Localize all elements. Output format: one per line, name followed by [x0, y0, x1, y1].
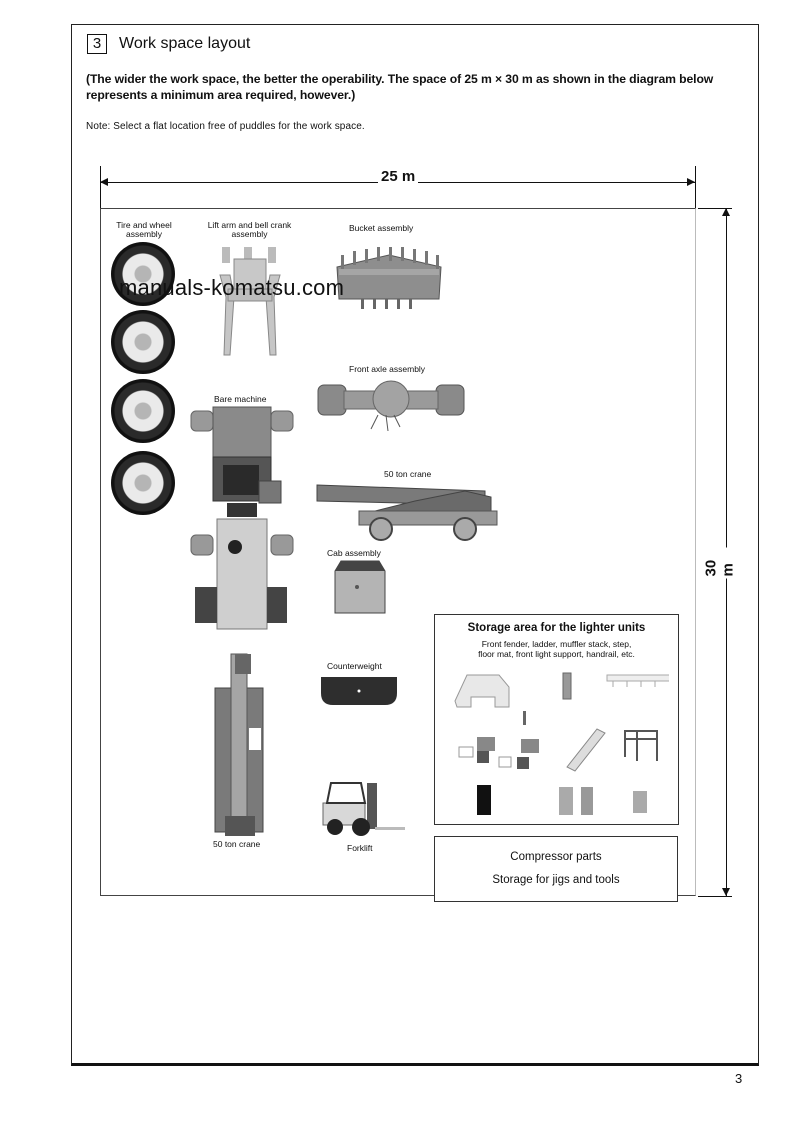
- lighter-parts-icons: [454, 672, 669, 815]
- page-number: 3: [735, 1071, 743, 1086]
- compressor-parts-label: Compressor parts: [510, 851, 602, 863]
- bare-machine-icon: [190, 406, 294, 630]
- storage-area-box: Storage area for the lighter units Front…: [434, 614, 679, 825]
- forklift-icon: [322, 782, 405, 836]
- cab-icon: [334, 560, 386, 614]
- tire-wheel-icon: [111, 310, 175, 374]
- front-axle-label: Front axle assembly: [349, 364, 426, 374]
- tire-wheel-icon: [111, 451, 175, 515]
- arrow-up-icon: [722, 208, 730, 216]
- tire-wheel-icon: [111, 242, 175, 306]
- section-heading: 3 Work space layout: [87, 34, 250, 54]
- crane-top-icon: [214, 653, 264, 836]
- bucket-label: Bucket assembly: [349, 223, 414, 233]
- tire-wheel-label: Tire and wheel assembly: [116, 220, 172, 239]
- storage-area-title: Storage area for the lighter units: [467, 622, 646, 634]
- work-area: Tire and wheel assembly Lift arm and bel…: [100, 208, 696, 902]
- arrow-down-icon: [722, 888, 730, 896]
- intro-paragraph: (The wider the work space, the better th…: [86, 72, 714, 102]
- storage-area-subtitle-line2: floor mat, front light support, handrail…: [478, 649, 635, 659]
- height-label: 30 m: [702, 547, 737, 579]
- watermark-text: manuals-komatsu.com: [119, 275, 345, 300]
- crane-top-label: 50 ton crane: [213, 839, 261, 849]
- page-frame: [71, 24, 759, 1066]
- front-axle-icon: [317, 380, 465, 432]
- crane-side-label: 50 ton crane: [384, 469, 432, 479]
- counterweight-label: Counterweight: [327, 661, 382, 671]
- height-dimension-tick-top: [698, 208, 732, 209]
- compressor-parts-box: Compressor parts Storage for jigs and to…: [434, 836, 678, 902]
- note-text: Note: Select a flat location free of pud…: [86, 121, 365, 132]
- counterweight-icon: [321, 677, 397, 705]
- storage-area-subtitle: Front fender, ladder, muffler stack, ste…: [435, 639, 678, 659]
- lift-arm-label: Lift arm and bell crank assembly: [207, 220, 292, 239]
- width-label: 25 m: [378, 168, 419, 185]
- arrow-left-icon: [100, 178, 108, 186]
- jigs-tools-storage-label: Storage for jigs and tools: [492, 874, 620, 886]
- cab-label: Cab assembly: [327, 548, 381, 558]
- width-dimension-tick-right: [695, 166, 696, 208]
- work-space-diagram: 25 m 30 m Tire and wheel assembly Lift a…: [95, 160, 737, 902]
- storage-area-subtitle-line1: Front fender, ladder, muffler stack, ste…: [481, 639, 632, 649]
- forklift-label: Forklift: [347, 843, 373, 853]
- arrow-right-icon: [687, 178, 695, 186]
- height-dimension-tick-bottom: [698, 896, 732, 897]
- tire-wheel-icon: [111, 379, 175, 443]
- crane-side-icon: [316, 484, 498, 541]
- bare-machine-label: Bare machine: [214, 394, 267, 404]
- lift-arm-icon: [219, 247, 281, 356]
- bucket-icon: [336, 247, 442, 309]
- width-dimension-tick-left: [100, 166, 101, 208]
- section-number: 3: [87, 34, 107, 54]
- section-title: Work space layout: [119, 35, 251, 52]
